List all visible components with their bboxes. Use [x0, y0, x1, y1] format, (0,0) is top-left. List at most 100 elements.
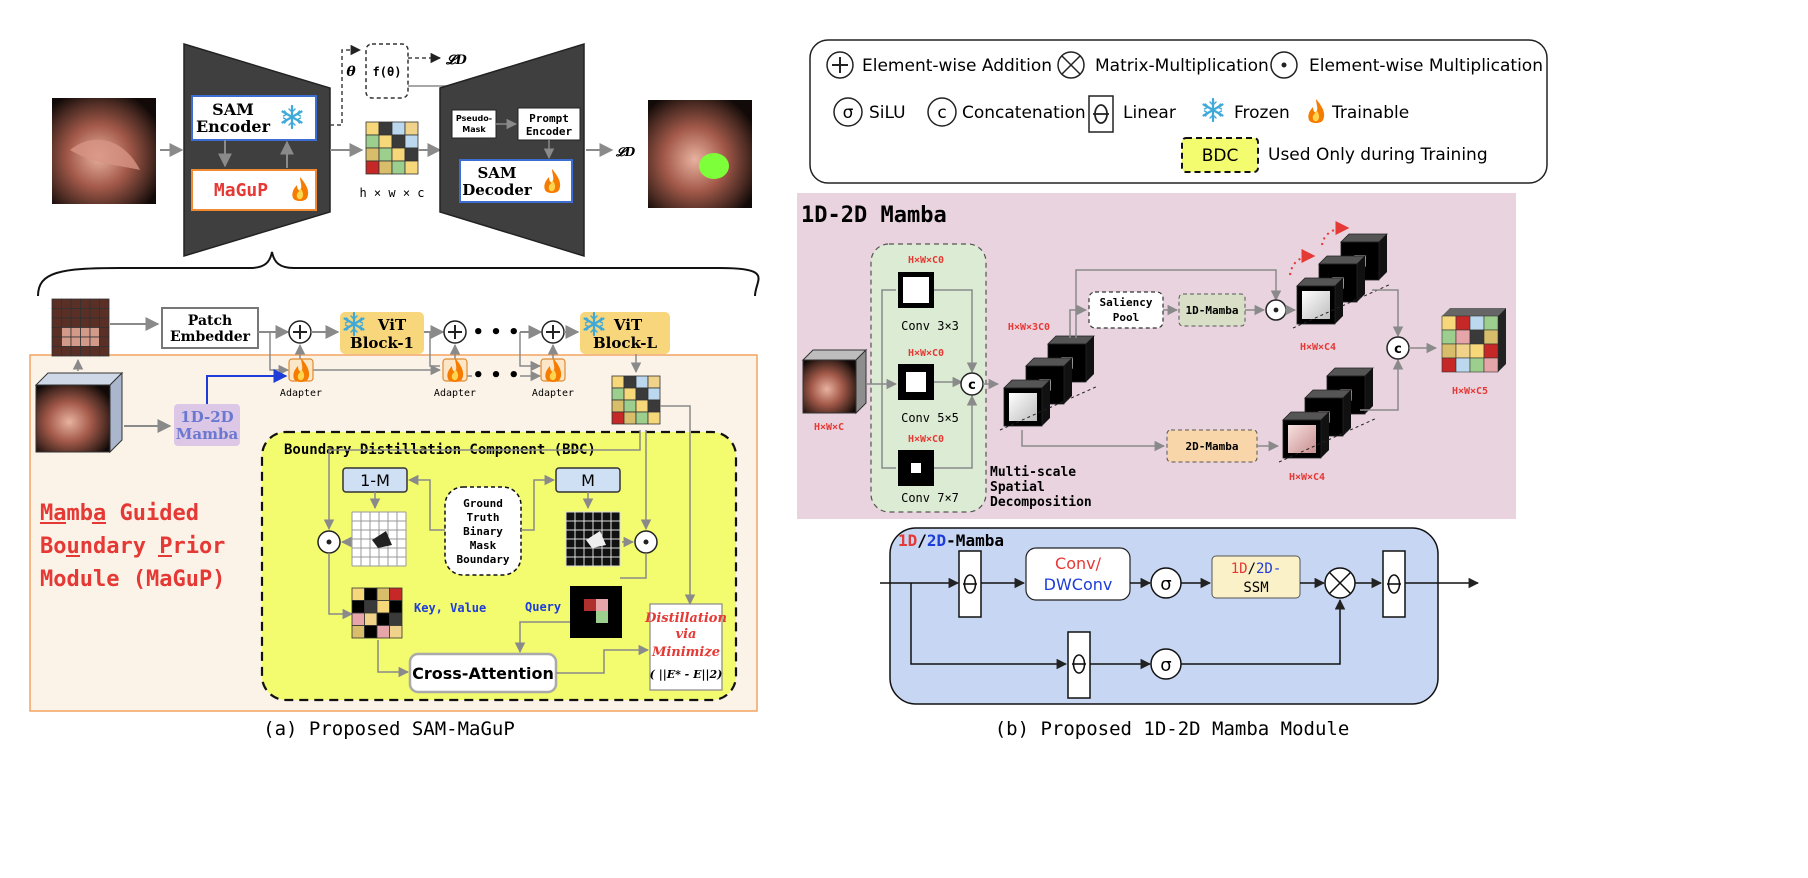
pseudo-mask-label-2: Mask: [462, 125, 486, 134]
feature-stack-3c0: [999, 335, 1099, 431]
gt-label-3: Binary: [463, 525, 503, 538]
vit1-label-1: ViT: [377, 316, 407, 334]
query-label: Query: [525, 600, 561, 614]
grid-cell: [365, 147, 380, 162]
grid-cell: [89, 336, 100, 347]
grid-cell: [391, 160, 406, 175]
sam-decoder-label-1: SAM: [477, 164, 516, 182]
grid-cell: [611, 375, 625, 389]
legend-linear: Linear: [1123, 103, 1176, 123]
input-cube-b: [801, 348, 868, 415]
hwc4-label-2: H×W×C4: [1289, 472, 1325, 483]
grid-cell: [1441, 329, 1457, 345]
mamba-panel-title: 1D-2D Mamba: [801, 203, 947, 228]
ssm-label-2: SSM: [1243, 580, 1268, 596]
cube-inner: [1009, 393, 1037, 421]
linear-2: [1067, 631, 1091, 699]
feature-stack-2d: [1278, 367, 1378, 463]
grid-cell: [391, 147, 406, 162]
dots-top: • • •: [472, 322, 519, 343]
key-value-label: Key, Value: [414, 601, 486, 615]
grid-cell: [623, 375, 637, 389]
mamba2d-label: 2D-Mamba: [1186, 440, 1239, 453]
grid-cell: [99, 317, 110, 328]
cube-top: [1326, 367, 1374, 377]
mamba-2d-box: 2D-Mamba: [1166, 429, 1258, 463]
grid-cell: [611, 399, 625, 413]
vit-block-l: ViT Block-L: [580, 311, 670, 354]
boundary-shape: [586, 531, 606, 548]
grid-cell: [351, 587, 365, 601]
cube-top: [1340, 233, 1388, 243]
grid-cell: [89, 317, 100, 328]
gt-label-4: Mask: [470, 539, 497, 552]
hwc0-label-2: H×W×C0: [908, 348, 944, 359]
grid-cell: [623, 387, 637, 401]
query-grid: [570, 586, 622, 638]
svg-text:c: c: [968, 378, 976, 393]
bdc-legend-box: BDC: [1181, 137, 1259, 173]
conv7-kernel: [898, 450, 934, 486]
grid-cell: [70, 336, 81, 347]
sam-decoder-box: SAM Decoder: [459, 159, 573, 203]
dims-label: h × w × c: [359, 186, 424, 200]
f-theta-box: [365, 43, 409, 99]
grid-cell: [89, 298, 100, 309]
vit-block-1: ViT Block-1: [340, 311, 424, 354]
gt-label-2: Truth: [466, 511, 499, 524]
legend-silu: SiLU: [869, 103, 906, 123]
cube-top: [1025, 357, 1073, 367]
grid-cell: [365, 160, 380, 175]
magup-title-line-1: Mamba Guided: [40, 501, 199, 526]
boundary-shape: [372, 531, 392, 548]
grid-cell: [635, 399, 649, 413]
top-pipeline: SAM Encoder MaGuP θ f(θ) 𝓛D h × w × c Ps…: [37, 42, 760, 297]
prompt-encoder-label-2: Encoder: [526, 125, 573, 138]
cube-side: [1357, 256, 1365, 302]
inverse-mask-grid: [351, 511, 407, 567]
grid-cell: [404, 121, 419, 136]
silu-symbol: σ: [843, 103, 854, 123]
cube-side: [1321, 412, 1329, 458]
pseudo-mask-box: Pseudo- Mask: [451, 109, 497, 139]
cross-attention-box: Cross-Attention: [408, 652, 558, 694]
m-box: M: [555, 467, 621, 493]
magup-title: Mamba Guided Boundary Prior Module (MaGu…: [40, 501, 225, 592]
grid-cell: [1469, 315, 1485, 331]
silu-symbol-1: σ: [1160, 574, 1171, 595]
grid-cell: [89, 327, 100, 338]
encoder-trapezoid: [183, 42, 331, 258]
grid-cell: [364, 625, 378, 639]
brace: [37, 251, 760, 297]
norm-formula: ( ||E* - E||2): [650, 668, 723, 681]
grid-cell: [404, 160, 419, 175]
grid-cell: [1469, 357, 1485, 373]
conv-label: Conv/: [1055, 554, 1102, 573]
msd-label-3: Decomposition: [990, 495, 1092, 510]
hwc5-label: H×W×C5: [1452, 386, 1488, 397]
grid-cell: [61, 336, 72, 347]
hwc0-label-1: H×W×C0: [908, 255, 944, 266]
grid-cell: [635, 375, 649, 389]
grid-cell: [351, 625, 365, 639]
grid-cell: [376, 587, 390, 601]
vitl-label-1: ViT: [613, 316, 643, 334]
grid-cell: [1483, 315, 1499, 331]
grid-cell: [404, 134, 419, 149]
mamba-label-1: 1D-2D: [180, 408, 233, 426]
cube-side: [1498, 308, 1506, 372]
panel-a: Patch Embedder ViT Block-1 • • • ViT Blo…: [29, 298, 758, 740]
mamba-1d-box: 1D-Mamba: [1178, 293, 1246, 327]
grid-cell: [611, 411, 625, 425]
m-label: M: [581, 471, 595, 490]
grid-cell: [99, 308, 110, 319]
grid-cell: [51, 346, 62, 357]
adapter-label-3: Adapter: [532, 388, 574, 399]
mamba-label-2: Mamba: [176, 425, 239, 443]
grid-cell: [389, 612, 403, 626]
one-minus-m-box: 1-M: [342, 467, 408, 493]
cube-inner: [1302, 291, 1330, 319]
grid-cell: [378, 147, 393, 162]
cube-top: [1442, 308, 1506, 316]
grid-cell: [70, 346, 81, 357]
